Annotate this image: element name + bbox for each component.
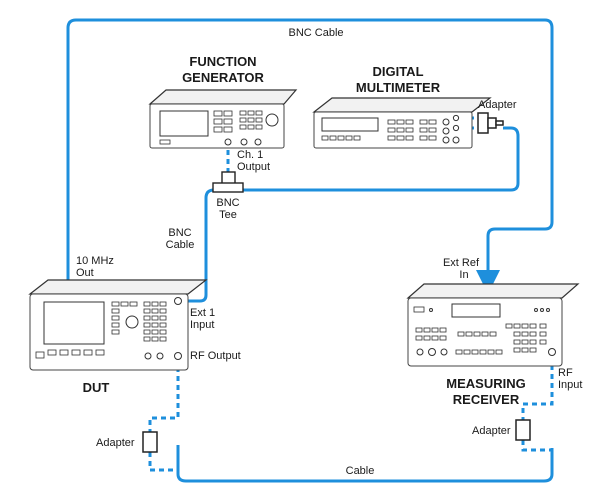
measuring-receiver <box>406 283 580 367</box>
dut-title: DUT <box>83 380 110 395</box>
dut-adapter <box>142 431 158 453</box>
cable-rf-bottom <box>176 445 554 483</box>
label-rf-output: RF Output <box>190 350 241 362</box>
function-generator <box>148 89 298 149</box>
label-adapter-dmm: Adapter <box>478 99 517 111</box>
label-bnc-tee-2: Tee <box>219 209 237 221</box>
label-rf-input-2: Input <box>558 379 582 391</box>
fg-title-line2: GENERATOR <box>182 70 264 85</box>
label-10mhz-out-1: 10 MHz <box>76 255 114 267</box>
bnc-tee <box>212 171 244 193</box>
bnc-cable-10mhz-ref <box>66 18 554 294</box>
label-bnc-cable-top: BNC Cable <box>288 27 343 39</box>
label-ext-ref-in-2: In <box>459 269 468 281</box>
label-ext-ref-in-1: Ext Ref <box>443 257 480 269</box>
receiver-adapter-lower-link <box>521 440 554 452</box>
dmm-adapter <box>477 112 504 134</box>
label-ch1-output-2: Output <box>237 161 270 173</box>
label-ch1-output-1: Ch. 1 <box>237 149 263 161</box>
receiver-adapter <box>515 419 531 441</box>
dmm-title-line2: MULTIMETER <box>356 80 441 95</box>
label-bnc-tee-1: BNC <box>216 197 239 209</box>
label-cable-bottom: Cable <box>346 465 375 477</box>
digital-multimeter <box>312 97 492 149</box>
dmm-title-line1: DIGITAL <box>372 64 423 79</box>
label-adapter-receiver: Adapter <box>472 425 511 437</box>
receiver-title-line2: RECEIVER <box>453 392 520 407</box>
label-rf-input-1: RF <box>558 367 573 379</box>
label-10mhz-out-2: Out <box>76 267 94 279</box>
label-adapter-dut: Adapter <box>96 437 135 449</box>
fg-title-line1: FUNCTION <box>189 54 256 69</box>
label-ext1-input-2: Input <box>190 319 214 331</box>
label-ext1-input-1: Ext 1 <box>190 307 215 319</box>
dut-rf-out-adapter-link <box>148 358 180 432</box>
receiver-title-line1: MEASURING <box>446 376 525 391</box>
receiver-rf-in-adapter-link <box>521 356 554 420</box>
label-bnc-cable-mid-2: Cable <box>166 239 195 251</box>
dut-instrument <box>28 279 208 371</box>
bnc-cable-ext1-tee-dmm <box>178 126 520 303</box>
label-bnc-cable-mid-1: BNC <box>168 227 191 239</box>
